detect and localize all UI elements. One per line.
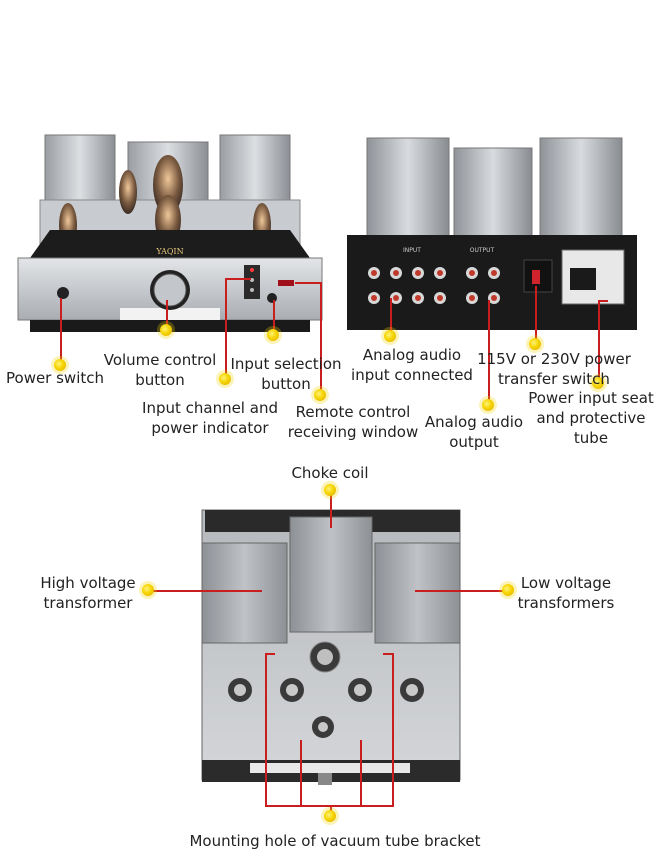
callout-dot bbox=[529, 338, 541, 350]
rear-amplifier-image: INPUT OUTPUT bbox=[347, 137, 637, 330]
callout-dot bbox=[54, 359, 66, 371]
callout-dot bbox=[592, 377, 604, 389]
callout-line bbox=[152, 590, 262, 592]
power-switch-label: Power switch bbox=[6, 369, 105, 387]
callout-line bbox=[598, 300, 600, 382]
high-voltage-label: High voltage transformer bbox=[40, 574, 136, 612]
callout-line bbox=[265, 653, 275, 655]
svg-text:YAQIN: YAQIN bbox=[155, 247, 183, 256]
callout-line bbox=[535, 286, 537, 344]
callout-line bbox=[60, 298, 62, 364]
callout-dot bbox=[502, 584, 514, 596]
callout-line bbox=[320, 282, 322, 394]
callout-line bbox=[360, 740, 362, 805]
mounting-hole-label: Mounting hole of vacuum tube bracket bbox=[189, 832, 481, 850]
callout-line bbox=[273, 300, 275, 334]
callout-line bbox=[598, 300, 608, 302]
callout-dot bbox=[324, 810, 336, 822]
callout-line bbox=[392, 653, 394, 805]
callout-dot bbox=[160, 324, 172, 336]
callout-dot bbox=[384, 330, 396, 342]
callout-dot bbox=[267, 329, 279, 341]
svg-text:INPUT: INPUT bbox=[403, 247, 421, 254]
top-view-image bbox=[201, 509, 461, 785]
callout-line bbox=[225, 278, 251, 280]
callout-line bbox=[330, 490, 332, 528]
callout-line bbox=[300, 740, 302, 805]
svg-text:OUTPUT: OUTPUT bbox=[470, 247, 495, 254]
input-indicator-label: Input channel and power indicator bbox=[142, 399, 278, 437]
callout-dot bbox=[314, 389, 326, 401]
callout-line bbox=[265, 653, 267, 805]
callout-line bbox=[265, 805, 394, 807]
callout-line bbox=[225, 278, 227, 378]
callout-line bbox=[166, 300, 168, 330]
callout-dot bbox=[142, 584, 154, 596]
callout-line bbox=[415, 590, 507, 592]
low-voltage-label: Low voltage transformers bbox=[517, 574, 615, 612]
front-amplifier-image: YAQIN bbox=[17, 134, 323, 332]
input-selection-label: Input selection button bbox=[230, 355, 342, 393]
callout-line bbox=[488, 300, 490, 404]
callout-line bbox=[390, 298, 392, 336]
callout-dot bbox=[482, 399, 494, 411]
voltage-switch-label: 115V or 230V power transfer switch bbox=[477, 350, 631, 388]
callout-dot bbox=[219, 373, 231, 385]
callout-dot bbox=[324, 484, 336, 496]
callout-line bbox=[383, 653, 393, 655]
power-seat-label: Power input seat and protective tube bbox=[528, 389, 654, 447]
remote-window-label: Remote control receiving window bbox=[287, 403, 419, 441]
choke-coil-label: Choke coil bbox=[291, 464, 369, 482]
analog-output-label: Analog audio output bbox=[424, 413, 524, 451]
volume-control-label: Volume control button bbox=[103, 351, 217, 389]
analog-input-label: Analog audio input connected bbox=[351, 346, 473, 384]
callout-line bbox=[295, 282, 321, 284]
